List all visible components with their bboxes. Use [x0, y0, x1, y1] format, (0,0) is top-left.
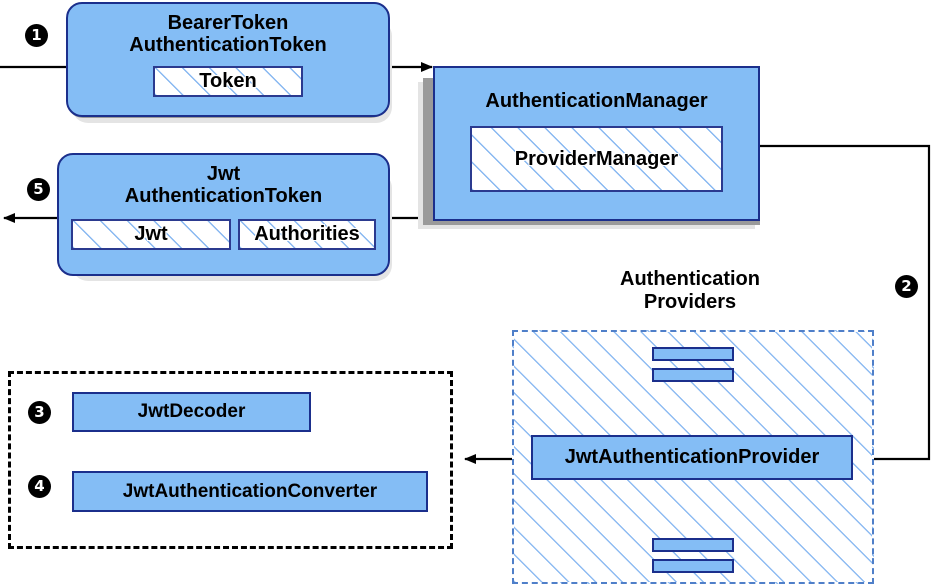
chip-token-label: Token [199, 70, 257, 93]
provider-stack-bar-top-2 [652, 368, 734, 382]
node-bearer-token-authentication-token[interactable]: BearerToken AuthenticationToken Token [66, 2, 390, 117]
authentication-providers-caption-text: Authentication Providers [620, 268, 760, 313]
node-jwt-decoder[interactable]: JwtDecoder [72, 392, 311, 432]
provider-stack-bar-bottom-1 [652, 538, 734, 552]
provider-stack-bar-top-1 [652, 347, 734, 361]
chip-provider-manager-label: ProviderManager [514, 148, 679, 171]
step-marker-4-number: 4 [34, 477, 45, 495]
node-bearer-token-authentication-token-label: BearerToken AuthenticationToken [129, 12, 327, 57]
chip-authorities: Authorities [238, 218, 376, 250]
node-jwt-authentication-token-label: Jwt AuthenticationToken [124, 163, 323, 208]
node-authentication-manager[interactable]: AuthenticationManager ProviderManager [433, 66, 760, 221]
provider-stack-bar-bottom-2 [652, 559, 734, 573]
node-authentication-manager-label: AuthenticationManager [485, 90, 708, 112]
step-marker-5: 5 [27, 178, 50, 201]
node-jwt-authentication-provider[interactable]: JwtAuthenticationProvider [531, 435, 853, 480]
step-marker-2-number: 2 [901, 277, 912, 295]
chip-provider-manager: ProviderManager [470, 126, 723, 193]
node-jwt-decoder-label: JwtDecoder [137, 401, 246, 423]
authentication-providers-caption: Authentication Providers [560, 268, 820, 314]
step-marker-4: 4 [28, 475, 51, 498]
step-marker-1-number: 1 [31, 26, 42, 44]
chip-token: Token [153, 65, 303, 97]
step-marker-3-number: 3 [34, 403, 45, 421]
chip-jwt-label: Jwt [134, 223, 168, 246]
step-marker-1: 1 [25, 24, 48, 47]
node-jwt-authentication-provider-label: JwtAuthenticationProvider [564, 446, 820, 469]
chip-jwt: Jwt [71, 218, 231, 250]
node-jwt-authentication-converter-label: JwtAuthenticationConverter [122, 480, 378, 502]
jwt-token-chip-row: Jwt Authorities [71, 218, 376, 250]
step-marker-2: 2 [895, 275, 918, 298]
step-marker-5-number: 5 [33, 180, 44, 198]
node-jwt-authentication-token[interactable]: Jwt AuthenticationToken Jwt Authorities [57, 153, 390, 276]
step-marker-3: 3 [28, 401, 51, 424]
node-jwt-authentication-converter[interactable]: JwtAuthenticationConverter [72, 471, 428, 512]
chip-authorities-label: Authorities [254, 223, 360, 246]
